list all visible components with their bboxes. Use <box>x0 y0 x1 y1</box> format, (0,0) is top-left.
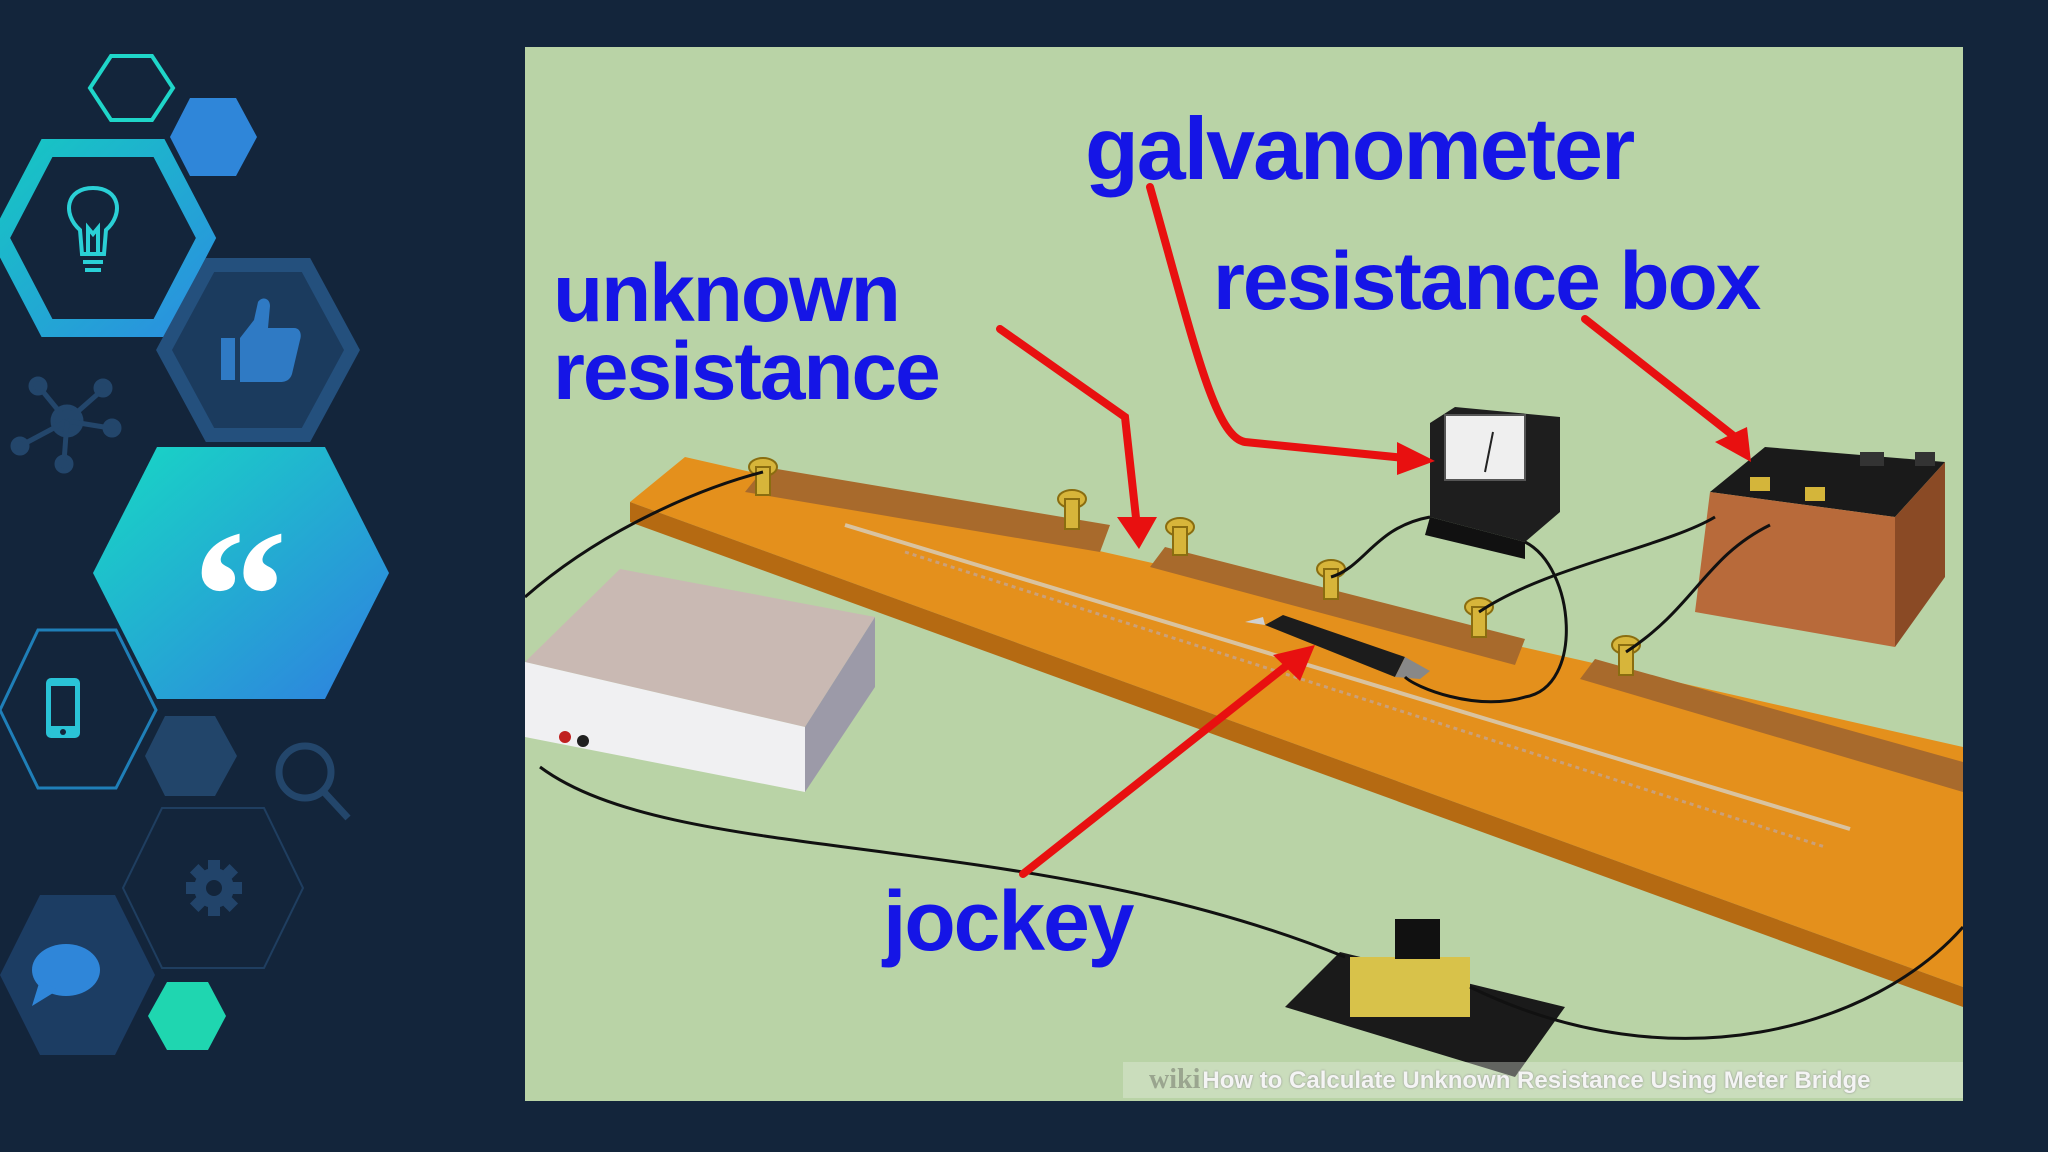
hexagon-phone <box>0 628 158 790</box>
copper-strip-right <box>1580 659 1963 792</box>
thumbs-up-icon <box>221 298 301 382</box>
hexagon-outline-small <box>87 54 176 122</box>
wires <box>525 470 1963 1040</box>
phone-icon <box>46 678 80 738</box>
watermark-brand: wiki <box>1149 1064 1201 1095</box>
chat-bubble-icon <box>32 944 100 1006</box>
hexagon-quote <box>93 447 389 699</box>
search-icon <box>275 742 351 821</box>
hexagon-decoration: “ <box>0 54 389 1055</box>
wooden-board-edge <box>630 502 1963 1007</box>
annotation-arrows <box>996 183 1751 878</box>
label-unknown-resistance: unknown resistance <box>553 248 941 417</box>
hexagon-dark <box>145 716 237 796</box>
quote-icon: “ <box>193 492 288 702</box>
hexagon-blue-small <box>170 98 257 176</box>
wooden-board <box>630 457 1963 987</box>
resistance-box-side <box>1895 462 1945 647</box>
watermark: wikiHow to Calculate Unknown Resistance … <box>1123 1062 1963 1098</box>
meter-wire <box>844 523 1851 831</box>
lightbulb-icon <box>67 185 119 272</box>
plug-key-brass <box>1350 957 1470 1017</box>
jockey <box>1265 615 1405 677</box>
copper-strip-middle <box>1150 547 1525 665</box>
power-supply-side <box>805 617 875 792</box>
meter-bridge-figure: unknown resistance galvanometer resistan… <box>525 47 1963 1101</box>
resistance-box-top <box>1710 447 1945 517</box>
watermark-caption: How to Calculate Unknown Resistance Usin… <box>1202 1067 1871 1094</box>
label-jockey: jockey <box>883 874 1135 968</box>
copper-strip-left <box>745 467 1110 552</box>
network-icon <box>10 376 122 474</box>
power-supply-top <box>525 569 875 727</box>
hexagon-teal-small <box>148 982 226 1050</box>
power-supply-front <box>525 662 805 792</box>
resistance-box-front <box>1695 492 1895 647</box>
label-resistance-box: resistance box <box>1213 236 1761 327</box>
label-galvanometer: galvanometer <box>1085 99 1635 198</box>
hexagon-lightbulb <box>0 139 217 337</box>
meter-bridge-illustration <box>525 183 1963 1077</box>
gear-icon <box>186 860 242 916</box>
hexagon-gear <box>121 807 305 969</box>
meter-scale <box>904 550 1826 849</box>
